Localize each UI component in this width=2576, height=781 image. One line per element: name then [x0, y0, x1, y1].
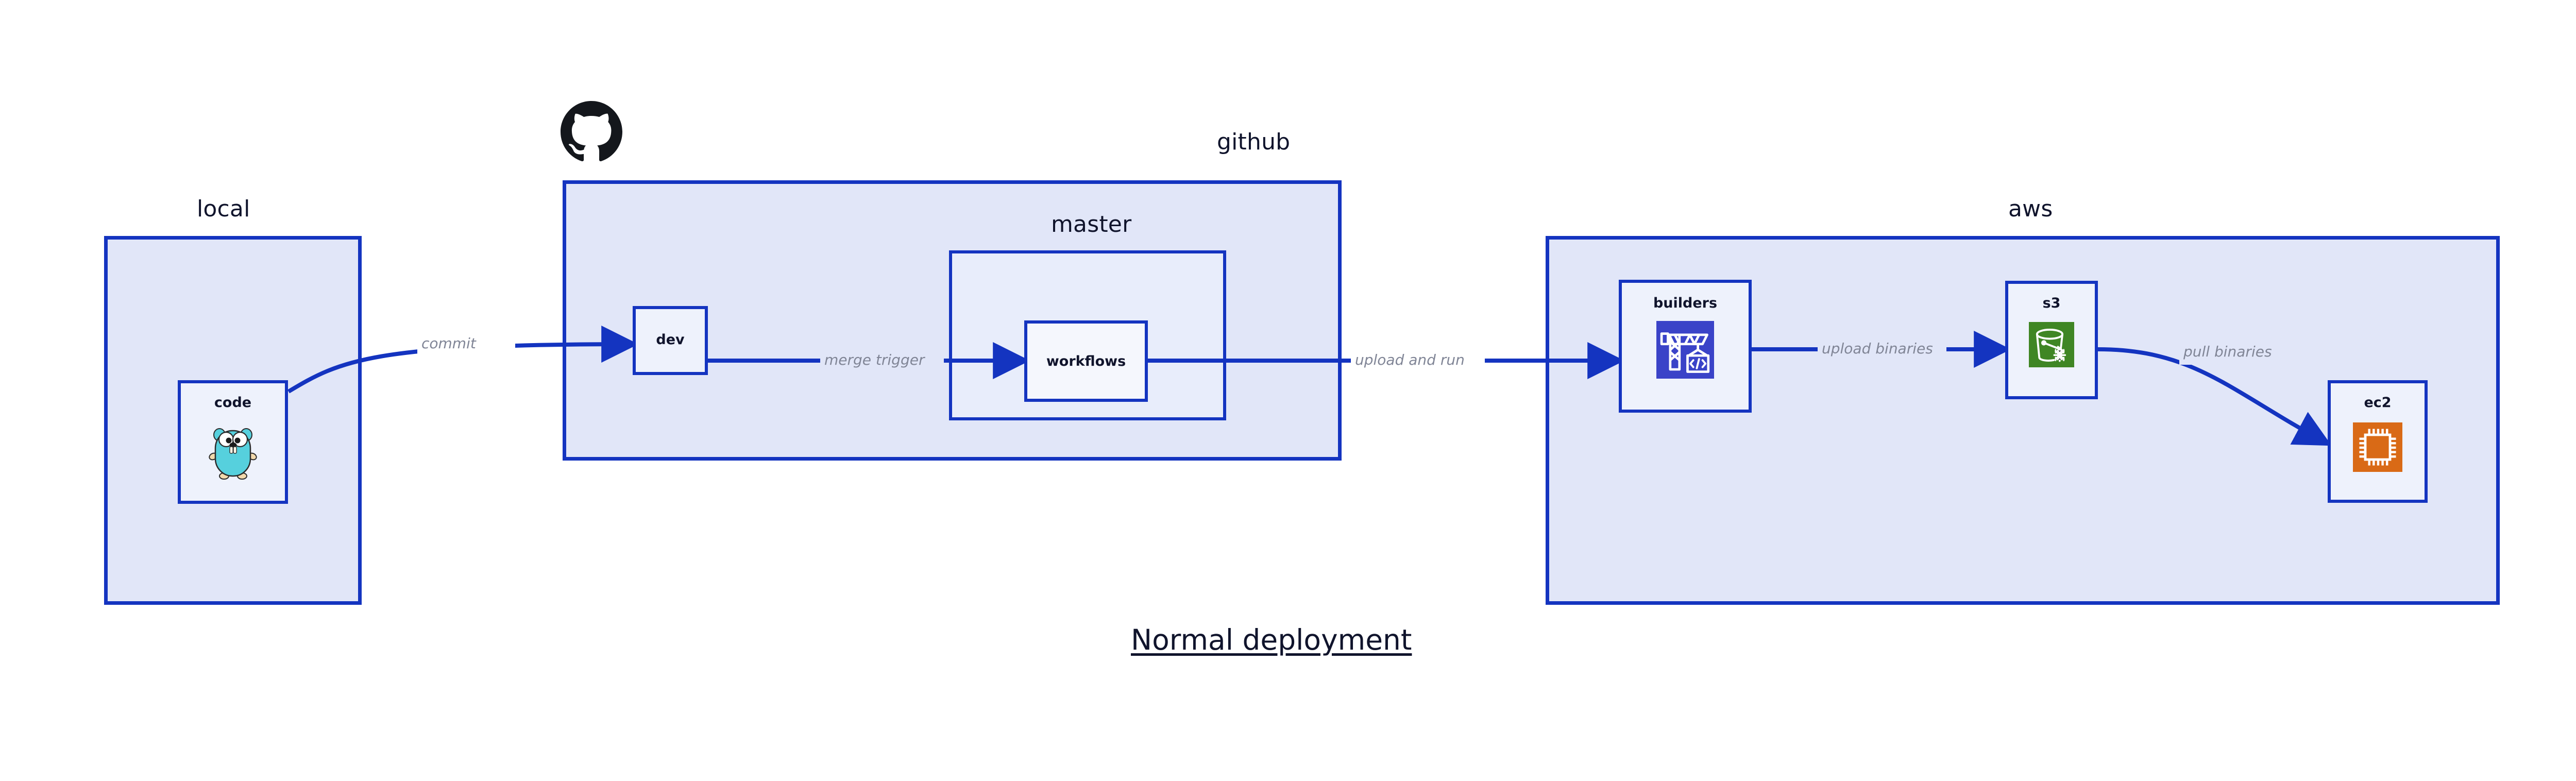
- node-label-workflows: workflows: [1046, 353, 1126, 369]
- github-octocat-icon: [561, 101, 622, 163]
- go-gopher-icon: [208, 422, 258, 480]
- zone-title-local: local: [197, 196, 250, 222]
- subzone-title-master: master: [1051, 211, 1132, 237]
- node-label-builders: builders: [1653, 295, 1718, 311]
- aws-ec2-chip-icon: [2353, 422, 2402, 472]
- node-workflows[interactable]: workflows: [1024, 320, 1148, 402]
- edge-label-pull-binaries: pull binaries: [2183, 343, 2272, 360]
- page-title: Normal deployment: [1131, 623, 1412, 656]
- aws-s3-bucket-icon: [2029, 322, 2074, 367]
- node-label-ec2: ec2: [2364, 395, 2392, 411]
- node-code[interactable]: code: [178, 380, 288, 504]
- node-builders[interactable]: builders: [1619, 280, 1752, 413]
- aws-builder-crane-icon: [1656, 321, 1714, 379]
- node-ec2[interactable]: ec2: [2328, 380, 2428, 503]
- edge-label-merge-trigger: merge trigger: [824, 351, 925, 368]
- edge-label-upload-and-run: upload and run: [1355, 351, 1465, 368]
- edge-label-upload-binaries: upload binaries: [1822, 340, 1933, 357]
- node-label-s3: s3: [2042, 295, 2061, 311]
- zone-title-aws: aws: [2008, 196, 2053, 222]
- node-label-code: code: [214, 395, 252, 411]
- zone-title-github: github: [1217, 129, 1291, 155]
- node-dev[interactable]: dev: [633, 306, 708, 375]
- edge-label-commit: commit: [421, 335, 476, 352]
- node-s3[interactable]: s3: [2005, 281, 2098, 399]
- node-label-dev: dev: [656, 332, 685, 348]
